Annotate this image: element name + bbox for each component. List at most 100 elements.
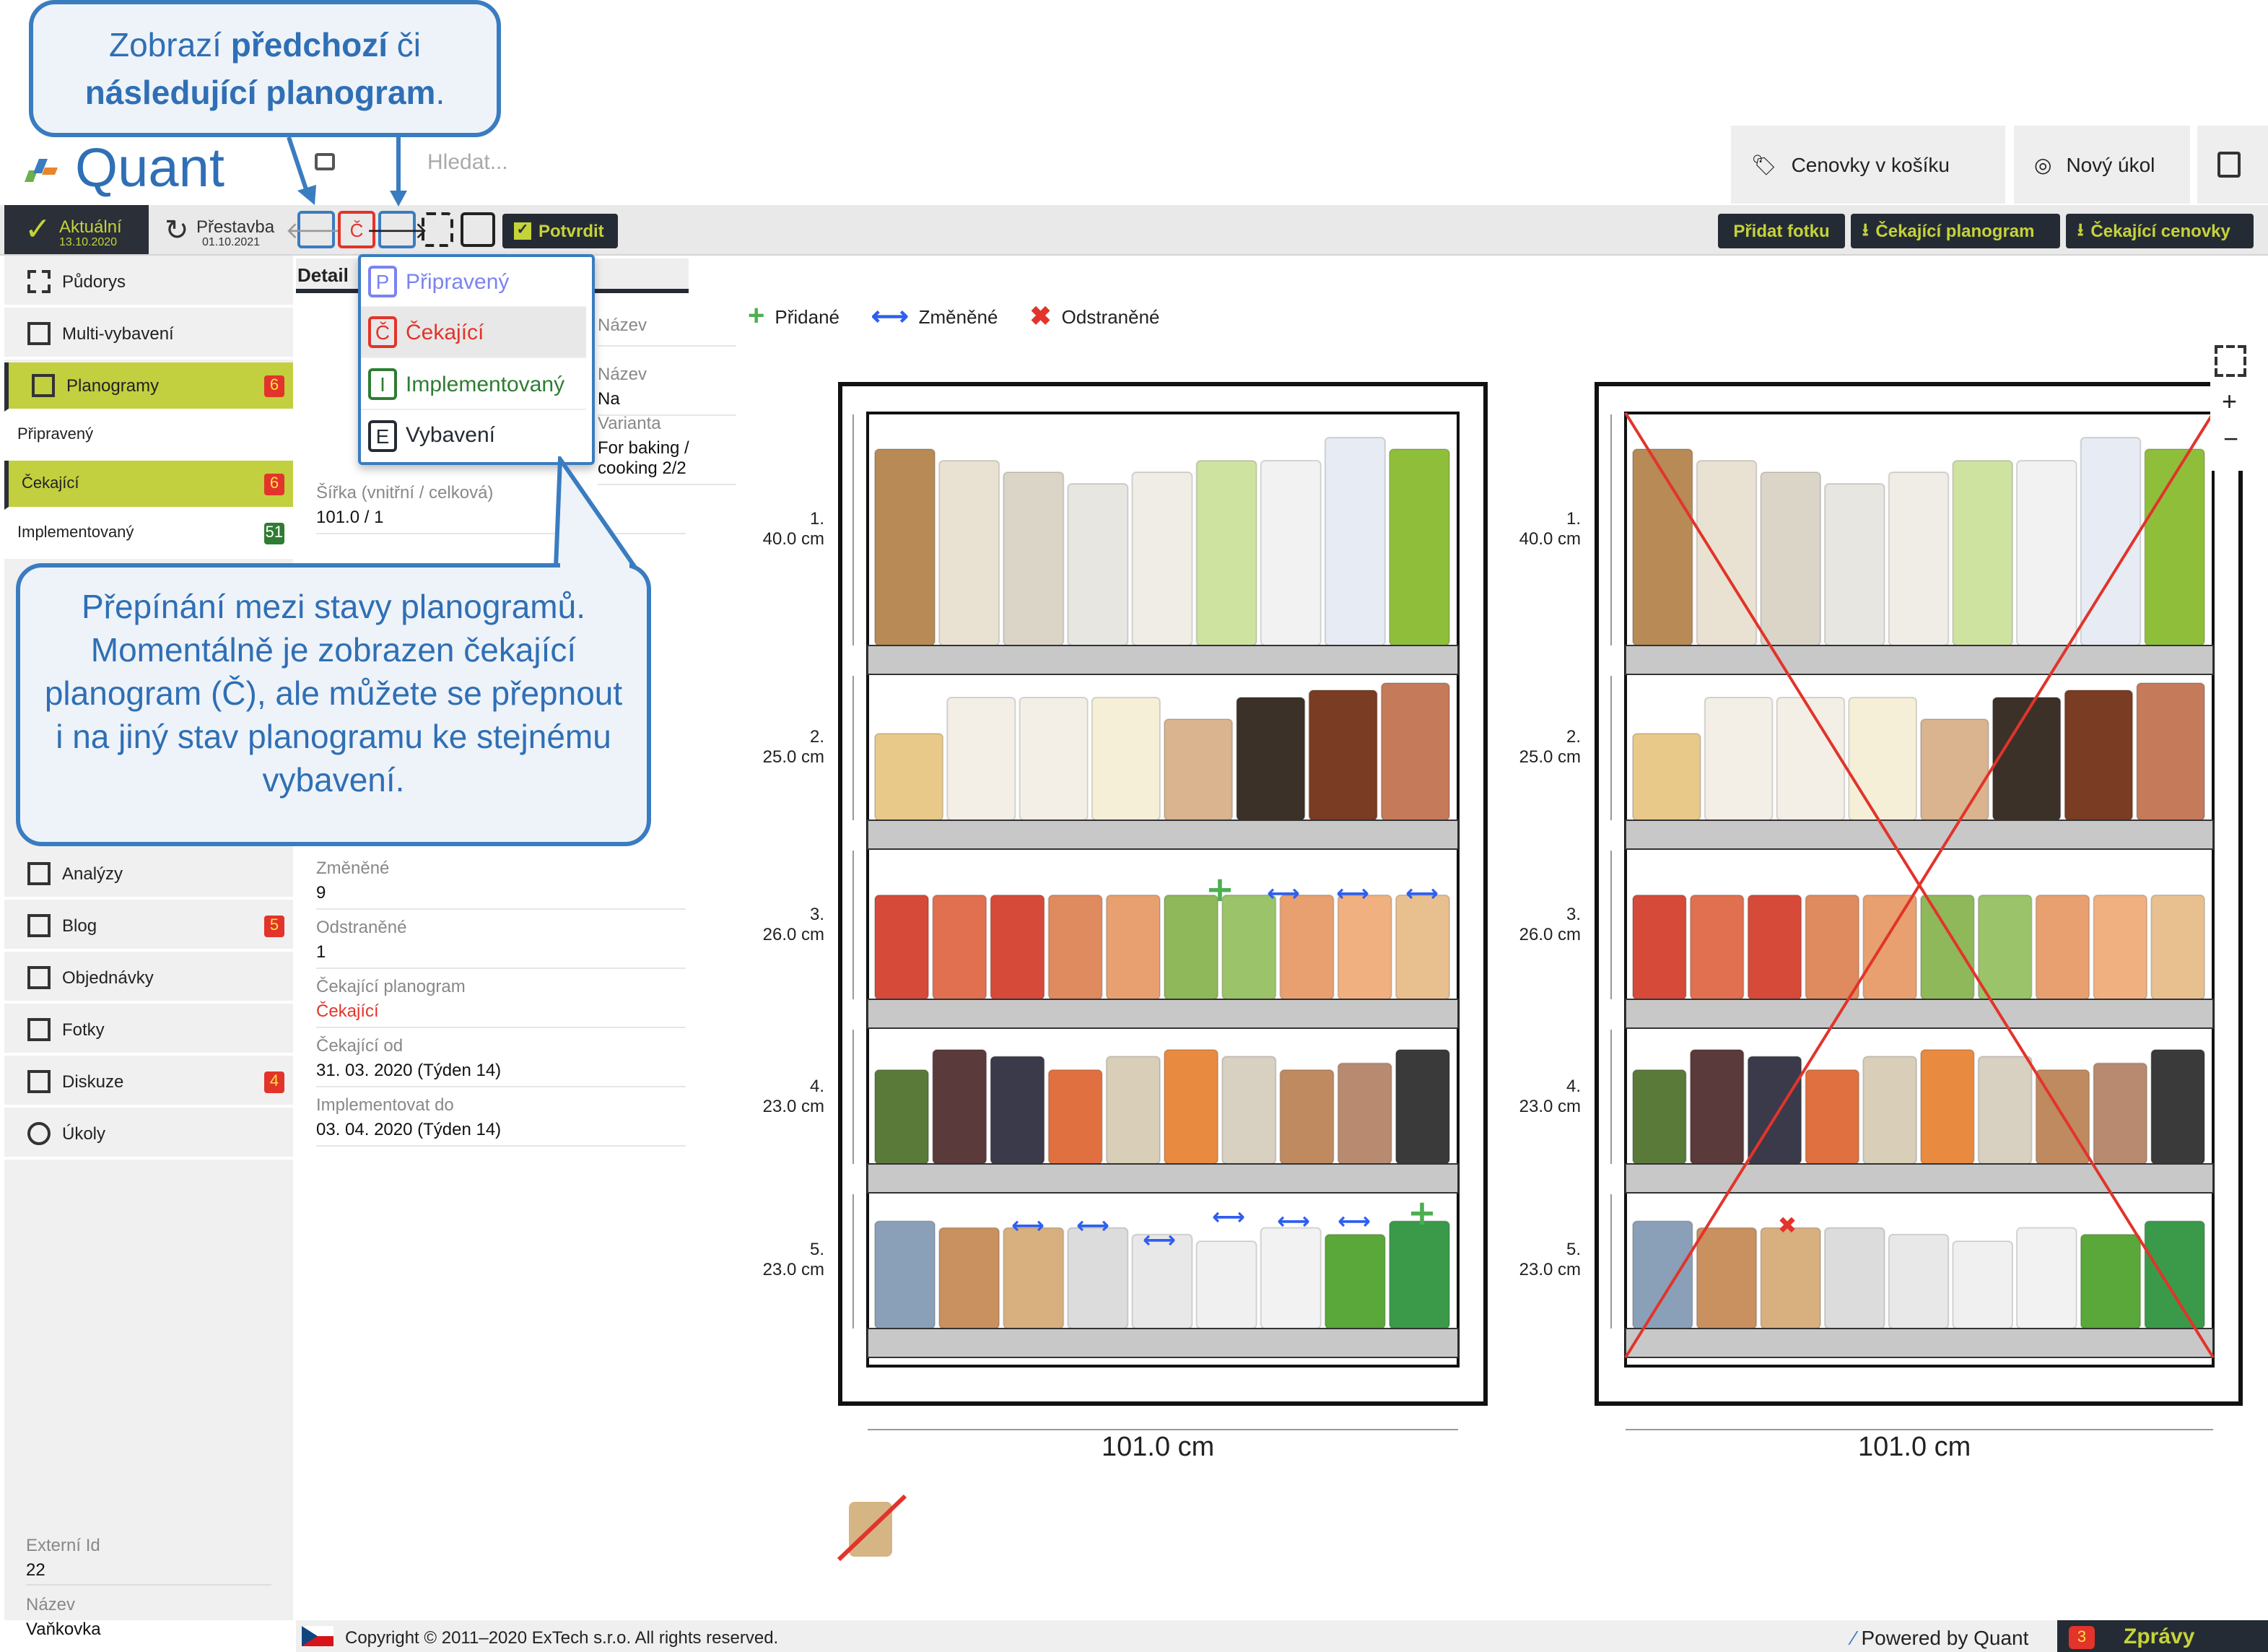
- count-badge: 4: [264, 1071, 284, 1092]
- shelf: [1625, 1163, 2214, 1194]
- sidebar-label: Blog: [62, 916, 97, 936]
- new-task-button[interactable]: ◎Nový úkol: [2014, 126, 2190, 204]
- plus-icon: +: [748, 300, 765, 332]
- product: [874, 448, 936, 646]
- product: [874, 894, 930, 1001]
- messages-button[interactable]: 3 Zprávy: [2057, 1620, 2268, 1652]
- zoom-out-icon[interactable]: −: [2223, 425, 2239, 453]
- sidebar-item-floor-plan[interactable]: Půdorys: [4, 258, 293, 308]
- product: [1632, 1220, 1693, 1329]
- external-id-field: Externí Id 22: [26, 1535, 271, 1586]
- product: [1047, 1069, 1103, 1165]
- shelf-height: 23.0 cm: [762, 1259, 824, 1279]
- search-input[interactable]: Hledat...: [427, 150, 508, 175]
- changed-marker-icon: ⟷: [1143, 1226, 1176, 1253]
- fixture-frame: [1595, 382, 2243, 1406]
- product: [1388, 448, 1451, 646]
- product: [2144, 1220, 2205, 1329]
- multi-fixture-icon[interactable]: [461, 212, 495, 247]
- shelf: [867, 1328, 1459, 1358]
- callout-text: předchozí: [230, 26, 388, 64]
- product: [1805, 1069, 1860, 1165]
- product: [938, 1227, 1000, 1329]
- confirm-button[interactable]: ✓Potvrdit: [502, 214, 618, 248]
- camera-icon[interactable]: [315, 153, 335, 170]
- legend-label: Přidané: [775, 306, 839, 328]
- product: [932, 1048, 987, 1165]
- sidebar-item-multi-fixture[interactable]: Multi-vybavení: [4, 310, 293, 360]
- add-photo-button[interactable]: Přidat fotku: [1718, 214, 1845, 248]
- shelf-height-label: 1.40.0 cm: [752, 508, 824, 549]
- shelf-number: 2.: [809, 726, 824, 747]
- product: [1067, 483, 1129, 646]
- x-icon: ✖: [1029, 302, 1052, 331]
- czech-flag-icon[interactable]: [302, 1626, 333, 1646]
- product: [1704, 697, 1774, 821]
- product: [1105, 894, 1161, 1001]
- product: [1632, 448, 1693, 646]
- product: [1747, 894, 1802, 1001]
- tab-rebuild[interactable]: ↻ Přestavba 01.10.2021: [150, 205, 289, 254]
- shelf-height-label: 2.25.0 cm: [1509, 726, 1581, 767]
- download-pending-planogram-button[interactable]: ⭳Čekající planogram: [1851, 214, 2060, 248]
- product: [1696, 460, 1758, 646]
- user-profile-button[interactable]: [2197, 126, 2268, 204]
- sidebar-item-analyses[interactable]: Analýzy: [4, 851, 293, 900]
- previous-planogram-button[interactable]: 🡐: [285, 211, 347, 248]
- sidebar-item-orders[interactable]: Objednávky: [4, 955, 293, 1004]
- callout-text: Zobrazí: [109, 26, 231, 64]
- cross-out-line: [1624, 412, 2215, 1359]
- sidebar-item-tasks[interactable]: Úkoly: [4, 1110, 293, 1160]
- download-pending-price-tags-button[interactable]: ⭳Čekající cenovky: [2066, 214, 2254, 248]
- shelf-number: 3.: [809, 904, 824, 924]
- legend-label: Změněné: [918, 306, 998, 328]
- field-value: 22: [26, 1560, 45, 1580]
- sidebar-label: Multi-vybavení: [62, 323, 174, 344]
- field-label: Název: [598, 315, 647, 335]
- detail-field: Název: [598, 315, 736, 347]
- planogram-state-button[interactable]: Č: [338, 211, 375, 248]
- planogram-canvas[interactable]: +⟷⟷⟷⟷⟷⟷⟷⟷⟷+✖: [722, 335, 2268, 1487]
- product: [1195, 460, 1257, 646]
- next-planogram-button[interactable]: 🡒: [366, 211, 428, 248]
- shelf-number: 5.: [1566, 1239, 1581, 1259]
- floor-plan-icon[interactable]: [422, 212, 453, 247]
- sidebar-item-photos[interactable]: Fotky: [4, 1007, 293, 1056]
- product: [1337, 1062, 1392, 1165]
- zoom-in-icon[interactable]: +: [2222, 387, 2238, 416]
- tab-current[interactable]: ✓ Aktuální 13.10.2020: [4, 205, 149, 254]
- shelf-height: 23.0 cm: [1519, 1096, 1581, 1116]
- sidebar-item-discussion[interactable]: Diskuze 4: [4, 1058, 293, 1108]
- chat-icon: [27, 1070, 51, 1093]
- shelf: [867, 1163, 1459, 1194]
- app-logo[interactable]: Quant: [75, 139, 225, 199]
- product: [1632, 894, 1687, 1001]
- product: [1195, 1240, 1257, 1329]
- removed-strike-icon: [837, 1494, 907, 1562]
- sidebar-item-prepared[interactable]: Připravený: [4, 412, 293, 461]
- shelf: [1625, 645, 2214, 675]
- sidebar-label: Diskuze: [62, 1071, 124, 1092]
- download-icon: ⭳: [1862, 219, 1869, 239]
- price-tags-cart-button[interactable]: 🏷Cenovky v košíku: [1731, 126, 2005, 204]
- product: [932, 894, 987, 1001]
- product: [2016, 1227, 2077, 1329]
- product: [990, 894, 1045, 1001]
- changed-marker-icon: ⟷: [1338, 1207, 1371, 1235]
- fit-screen-icon[interactable]: [2215, 345, 2246, 377]
- check-circle-icon: [27, 1122, 51, 1145]
- product: [1395, 894, 1451, 1001]
- product: [1324, 1233, 1386, 1330]
- shelf-number: 3.: [1566, 904, 1581, 924]
- field-label: Externí Id: [26, 1535, 100, 1555]
- shelf: [1625, 820, 2214, 850]
